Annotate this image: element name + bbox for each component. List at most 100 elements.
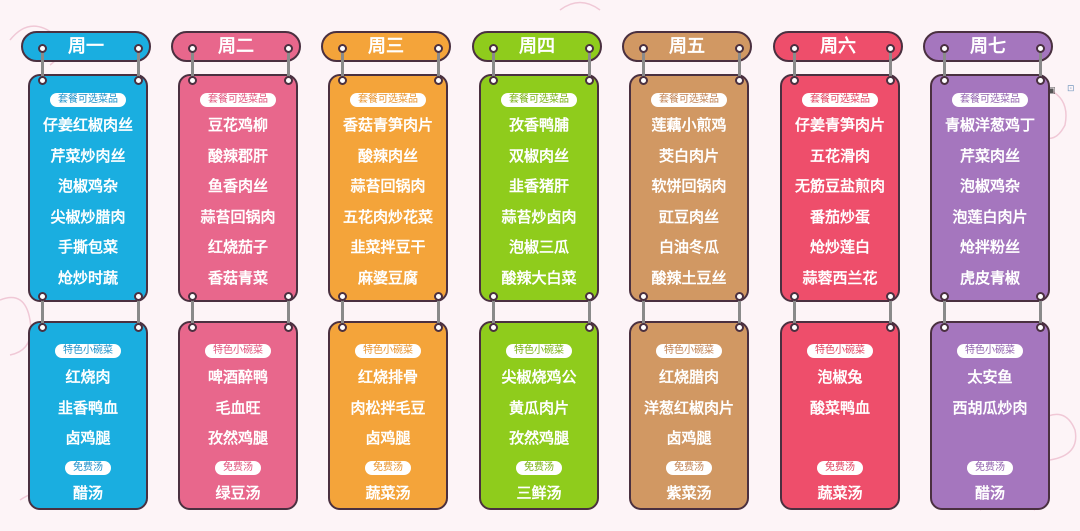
ring-hole xyxy=(585,323,594,332)
combo-dish: 酸辣大白菜 xyxy=(501,268,577,287)
hanger-wire xyxy=(287,296,290,327)
special-dish: 卤鸡腿 xyxy=(65,429,111,447)
combo-dish: 鱼香肉丝 xyxy=(207,177,268,195)
special-dish: 洋葱红椒肉片 xyxy=(643,398,734,417)
ring-hole xyxy=(790,44,799,53)
soup-label: 免费汤 xyxy=(817,461,863,475)
hanger-wire xyxy=(793,48,796,80)
ring-hole xyxy=(188,323,197,332)
combo-card: 套餐可选菜品青椒洋葱鸡丁芹菜肉丝泡椒鸡杂泡莲白肉片炝拌粉丝虎皮青椒 xyxy=(930,74,1050,302)
combo-dish: 泡椒三瓜 xyxy=(508,238,569,256)
soup-label: 免费汤 xyxy=(365,461,411,475)
combo-card: 套餐可选菜品香菇青笋肉片酸辣肉丝蒜苔回锅肉五花肉炒花菜韭菜拌豆干麻婆豆腐 xyxy=(328,74,448,302)
ring-hole xyxy=(188,76,197,85)
day-tab[interactable]: 周一 xyxy=(21,31,151,62)
day-column: 周六套餐可选菜品仔姜青笋肉片五花滑肉无筋豆盐煎肉番茄炒蛋炝炒莲白蒜蓉西兰花特色小… xyxy=(773,0,903,531)
combo-dish: 番茄炒蛋 xyxy=(809,207,870,226)
soup-label: 免费汤 xyxy=(516,461,562,475)
hanger-wire xyxy=(642,48,645,80)
soup-dish: 紫菜汤 xyxy=(666,484,712,502)
combo-dish: 虎皮青椒 xyxy=(959,268,1020,287)
hanger-wire xyxy=(943,296,946,327)
special-card: 特色小碗菜尖椒烧鸡公黄瓜肉片孜然鸡腿免费汤三鲜汤 xyxy=(479,321,599,510)
ring-hole xyxy=(735,44,744,53)
combo-dish: 泡椒鸡杂 xyxy=(57,177,118,195)
ring-hole xyxy=(284,323,293,332)
ring-hole xyxy=(585,292,594,301)
ring-hole xyxy=(489,44,498,53)
hanger-wire xyxy=(137,296,140,327)
hanger-wire xyxy=(738,48,741,80)
ring-hole xyxy=(134,44,143,53)
special-dish: 肉松拌毛豆 xyxy=(350,398,426,417)
soup-label: 免费汤 xyxy=(967,461,1013,475)
hanger-wire xyxy=(588,48,591,80)
shrink-icon[interactable]: ⊡ xyxy=(1067,84,1075,94)
combo-dish: 酸辣土豆丝 xyxy=(651,268,727,287)
ring-hole xyxy=(886,76,895,85)
combo-dish: 五花肉炒花菜 xyxy=(342,207,433,226)
hanger-wire xyxy=(41,48,44,80)
special-label: 特色小碗菜 xyxy=(656,344,722,358)
day-column: 周五套餐可选菜品莲藕小煎鸡茭白肉片软饼回锅肉豇豆肉丝白油冬瓜酸辣土豆丝特色小碗菜… xyxy=(622,0,752,531)
special-card: 特色小碗菜太安鱼西胡瓜炒肉免费汤醋汤 xyxy=(930,321,1050,510)
combo-dish: 白油冬瓜 xyxy=(658,238,719,256)
special-label: 特色小碗菜 xyxy=(957,344,1023,358)
hanger-wire xyxy=(287,48,290,80)
ring-hole xyxy=(338,323,347,332)
soup-label: 免费汤 xyxy=(215,461,261,475)
ring-hole xyxy=(338,76,347,85)
hanger-wire xyxy=(889,48,892,80)
hanger-wire xyxy=(588,296,591,327)
special-dish: 韭香鸭血 xyxy=(57,398,118,417)
combo-label: 套餐可选菜品 xyxy=(200,93,276,107)
combo-dish: 泡莲白肉片 xyxy=(952,207,1028,226)
expand-icon[interactable]: ▣ xyxy=(1047,86,1056,96)
hanger-wire xyxy=(41,296,44,327)
hanger-wire xyxy=(738,296,741,327)
combo-dish: 青椒洋葱鸡丁 xyxy=(944,116,1035,134)
combo-label: 套餐可选菜品 xyxy=(501,93,577,107)
ring-hole xyxy=(134,76,143,85)
combo-dish: 炝炒时蔬 xyxy=(57,268,118,287)
combo-dish: 酸辣肉丝 xyxy=(357,146,418,165)
hanger-wire xyxy=(437,48,440,80)
combo-dish: 软饼回锅肉 xyxy=(651,177,727,195)
special-dish: 卤鸡腿 xyxy=(666,429,712,447)
ring-hole xyxy=(188,292,197,301)
special-label: 特色小碗菜 xyxy=(205,344,271,358)
hanger-wire xyxy=(137,48,140,80)
ring-hole xyxy=(284,292,293,301)
special-label: 特色小碗菜 xyxy=(55,344,121,358)
ring-hole xyxy=(489,292,498,301)
combo-dish: 茭白肉片 xyxy=(658,146,719,165)
ring-hole xyxy=(338,292,347,301)
combo-dish: 孜香鸭脯 xyxy=(508,116,569,134)
special-label: 特色小碗菜 xyxy=(355,344,421,358)
combo-dish: 无筋豆盐煎肉 xyxy=(794,177,885,195)
soup-dish: 蔬菜汤 xyxy=(365,484,411,502)
day-column: 周三套餐可选菜品香菇青笋肉片酸辣肉丝蒜苔回锅肉五花肉炒花菜韭菜拌豆干麻婆豆腐特色… xyxy=(321,0,451,531)
combo-dish: 韭菜拌豆干 xyxy=(350,238,426,256)
day-column: 周一套餐可选菜品仔姜红椒肉丝芹菜炒肉丝泡椒鸡杂尖椒炒腊肉手撕包菜炝炒时蔬特色小碗… xyxy=(21,0,151,531)
combo-dish: 莲藕小煎鸡 xyxy=(651,116,727,134)
ring-hole xyxy=(134,292,143,301)
combo-dish: 蒜苔回锅肉 xyxy=(200,207,276,226)
combo-dish: 仔姜青笋肉片 xyxy=(794,116,885,134)
ring-hole xyxy=(134,323,143,332)
hanger-wire xyxy=(492,48,495,80)
combo-dish: 泡椒鸡杂 xyxy=(959,177,1020,195)
ring-hole xyxy=(940,44,949,53)
ring-hole xyxy=(434,44,443,53)
combo-label: 套餐可选菜品 xyxy=(802,93,878,107)
special-card: 特色小碗菜啤酒醉鸭毛血旺孜然鸡腿免费汤绿豆汤 xyxy=(178,321,298,510)
special-dish: 毛血旺 xyxy=(215,398,261,417)
combo-dish: 麻婆豆腐 xyxy=(357,268,418,287)
combo-dish: 香菇青笋肉片 xyxy=(342,116,433,134)
special-card: 特色小碗菜泡椒兔酸菜鸭血免费汤蔬菜汤 xyxy=(780,321,900,510)
hanger-wire xyxy=(642,296,645,327)
combo-dish: 炝拌粉丝 xyxy=(959,238,1020,256)
special-dish: 太安鱼 xyxy=(967,368,1013,386)
ring-hole xyxy=(188,44,197,53)
combo-label: 套餐可选菜品 xyxy=(952,93,1028,107)
